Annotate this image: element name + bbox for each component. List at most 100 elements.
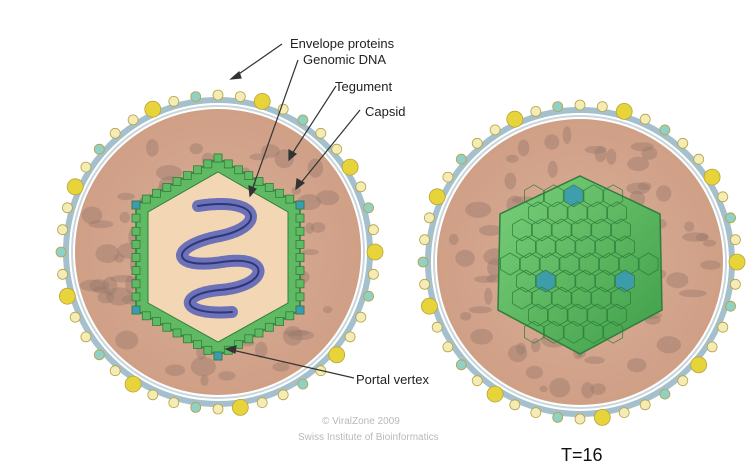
tegument-blotch	[518, 140, 530, 157]
hexon-capsomer	[132, 214, 140, 222]
tegument-blotch	[120, 212, 130, 223]
glycoprotein-spike	[456, 360, 466, 370]
triangulation-number: T=16	[561, 445, 603, 466]
glycoprotein-spike	[368, 269, 378, 279]
tegument-blotch	[563, 126, 572, 144]
virion-cross-section	[56, 90, 383, 415]
glycoprotein-spike	[94, 350, 104, 360]
glycoprotein-spike	[342, 159, 358, 175]
hexon-capsomer	[194, 166, 202, 174]
hexon-capsomer	[204, 346, 212, 354]
tegument-blotch	[479, 225, 502, 236]
glycoprotein-spike	[507, 111, 523, 127]
hexon-capsomer	[235, 166, 243, 174]
glycoprotein-spike	[553, 102, 563, 112]
hexon-capsomer	[296, 240, 304, 248]
tegument-blotch	[191, 357, 216, 377]
glycoprotein-spike	[472, 376, 482, 386]
glycoprotein-spike	[726, 213, 736, 223]
penton-capsomer	[132, 201, 140, 209]
glycoprotein-spike	[729, 254, 745, 270]
glycoprotein-spike	[616, 103, 632, 119]
tegument-blotch	[506, 155, 518, 163]
hexon-capsomer	[173, 329, 181, 337]
tegument-blotch	[283, 326, 303, 346]
glycoprotein-spike	[67, 179, 83, 195]
hexon-capsomer	[286, 195, 294, 203]
hexon-capsomer	[194, 341, 202, 349]
tegument-blotch	[82, 207, 103, 225]
hexon-capsomer	[132, 293, 140, 301]
tegument-blotch	[455, 250, 475, 267]
glycoprotein-spike	[730, 235, 740, 245]
tegument-blotch	[627, 358, 646, 372]
hexon-capsomer	[296, 254, 304, 262]
hexon-capsomer	[265, 323, 273, 331]
tegument-blotch	[526, 366, 543, 379]
glycoprotein-spike	[364, 203, 374, 213]
tegument-blotch	[548, 161, 558, 178]
tegument-blotch	[115, 331, 138, 350]
glycoprotein-spike	[456, 154, 466, 164]
glycoprotein-spike	[58, 225, 68, 235]
hexon-capsomer	[173, 178, 181, 186]
watermark-copyright: © ViralZone 2009	[322, 416, 400, 427]
glycoprotein-spike	[726, 301, 736, 311]
glycoprotein-spike	[575, 100, 585, 110]
glycoprotein-spike	[257, 398, 267, 408]
glycoprotein-spike	[730, 279, 740, 289]
tegument-blotch	[218, 371, 235, 380]
hexon-capsomer	[163, 183, 171, 191]
tegument-blotch	[656, 185, 671, 201]
glycoprotein-spike	[660, 389, 670, 399]
glycoprotein-spike	[694, 154, 704, 164]
tegument-blotch	[96, 244, 120, 263]
glycoprotein-spike	[62, 203, 72, 213]
tegument-blotch	[696, 233, 709, 241]
glycoprotein-spike	[58, 269, 68, 279]
hexon-capsomer	[296, 267, 304, 275]
hexon-capsomer	[183, 335, 191, 343]
glycoprotein-spike	[490, 125, 500, 135]
tegument-blotch	[460, 312, 471, 321]
glycoprotein-spike	[531, 408, 541, 418]
glycoprotein-spike	[59, 288, 75, 304]
glycoprotein-spike	[420, 235, 430, 245]
hexon-capsomer	[183, 172, 191, 180]
glycoprotein-spike	[148, 390, 158, 400]
tegument-blotch	[505, 173, 517, 190]
hexon-capsomer	[296, 280, 304, 288]
glycoprotein-spike	[191, 92, 201, 102]
glycoprotein-spike	[81, 162, 91, 172]
tegument-blotch	[146, 139, 159, 157]
glycoprotein-spike	[332, 144, 342, 154]
glycoprotein-spike	[487, 386, 503, 402]
tegument-blotch	[449, 234, 459, 245]
tegument-blotch	[465, 202, 491, 218]
glycoprotein-spike	[432, 322, 442, 332]
glycoprotein-spike	[145, 101, 161, 117]
hexon-capsomer	[265, 183, 273, 191]
hexon-capsomer	[132, 267, 140, 275]
glycoprotein-spike	[169, 96, 179, 106]
hexon-capsomer	[142, 312, 150, 320]
glycoprotein-spike	[553, 412, 563, 422]
tegument-blotch	[308, 159, 324, 178]
tegument-blotch	[626, 183, 650, 195]
tegument-blotch	[323, 306, 333, 313]
tegument-blotch	[700, 260, 720, 269]
label-portal-vertex: Portal vertex	[356, 372, 429, 387]
glycoprotein-spike	[128, 115, 138, 125]
penton-capsomer	[296, 201, 304, 209]
glycoprotein-spike	[660, 125, 670, 135]
tegument-blotch	[469, 306, 492, 313]
hexon-capsomer	[214, 154, 222, 162]
glycoprotein-spike	[110, 366, 120, 376]
glycoprotein-spike	[94, 144, 104, 154]
glycoprotein-spike	[235, 92, 245, 102]
glycoprotein-spike	[678, 138, 688, 148]
penton-capsomer	[296, 306, 304, 314]
glycoprotein-spike	[640, 114, 650, 124]
glycoprotein-spike	[345, 332, 355, 342]
